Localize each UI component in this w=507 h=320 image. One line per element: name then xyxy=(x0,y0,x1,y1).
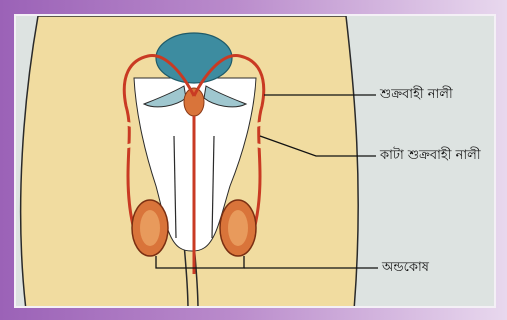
prostate xyxy=(184,88,204,116)
label-testis: অন্ডকোষ xyxy=(382,261,429,274)
label-vas-deferens: শুক্রবাহী নালী xyxy=(380,88,453,101)
testis-right-inner xyxy=(228,210,248,246)
testis-left-inner xyxy=(140,210,160,246)
diagram-panel: শুক্রবাহী নালী কাটা শুক্রবাহী নালী অন্ডক… xyxy=(14,14,496,308)
bladder xyxy=(156,33,232,83)
label-cut-vas-deferens: কাটা শুক্রবাহী নালী xyxy=(380,149,481,162)
